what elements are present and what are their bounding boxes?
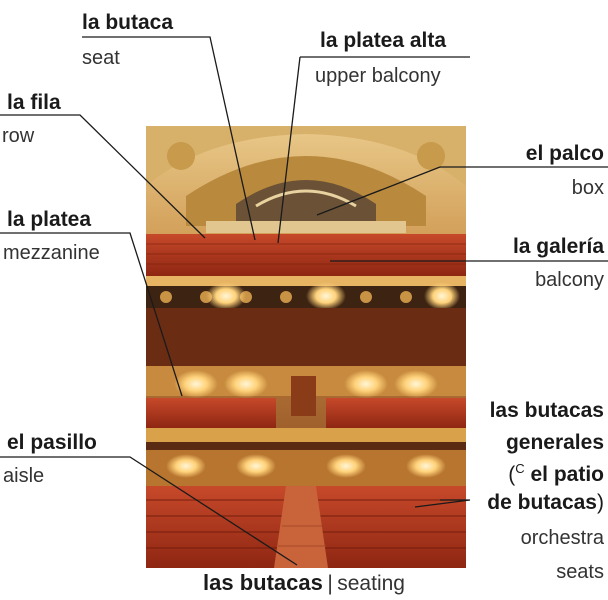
caption-en: seating — [337, 572, 405, 595]
label-pasillo-es: el pasillo — [7, 431, 97, 454]
cross-reference-symbol: C — [515, 461, 525, 476]
label-orchestra-en-line2: seats — [556, 561, 604, 583]
label-orchestra-en-line1: orchestra — [520, 527, 604, 549]
label-galeria-en: balcony — [535, 269, 604, 291]
caption-separator: | — [327, 572, 333, 595]
label-butacas-generales-line2: generales — [505, 431, 604, 454]
theater-photo — [146, 126, 466, 568]
label-platea-en: mezzanine — [3, 242, 100, 264]
label-butaca-en: seat — [82, 47, 120, 69]
label-palco-es: el palco — [525, 142, 604, 165]
label-galeria-es: la galería — [512, 235, 604, 258]
patio-line1-text: el patio — [530, 463, 604, 486]
label-pasillo-en: aisle — [3, 465, 45, 487]
caption: las butacas | seating — [0, 570, 608, 596]
label-patio-line1: (C el patio — [508, 462, 604, 485]
open-paren: ( — [508, 463, 516, 486]
label-platea-es: la platea — [7, 208, 92, 231]
label-platea-alta-es: la platea alta — [320, 29, 447, 52]
label-butacas-generales-line1: las butacas — [489, 399, 604, 422]
close-paren: ) — [597, 491, 604, 514]
caption-es: las butacas — [203, 570, 323, 595]
patio-line2-text: de butacas — [487, 491, 597, 514]
label-butaca-es: la butaca — [82, 11, 174, 34]
label-fila-es: la fila — [7, 91, 61, 114]
label-palco-en: box — [571, 177, 604, 199]
label-patio-line2: de butacas) — [487, 492, 604, 513]
label-platea-alta-en: upper balcony — [315, 65, 441, 87]
label-fila-en: row — [2, 125, 35, 147]
